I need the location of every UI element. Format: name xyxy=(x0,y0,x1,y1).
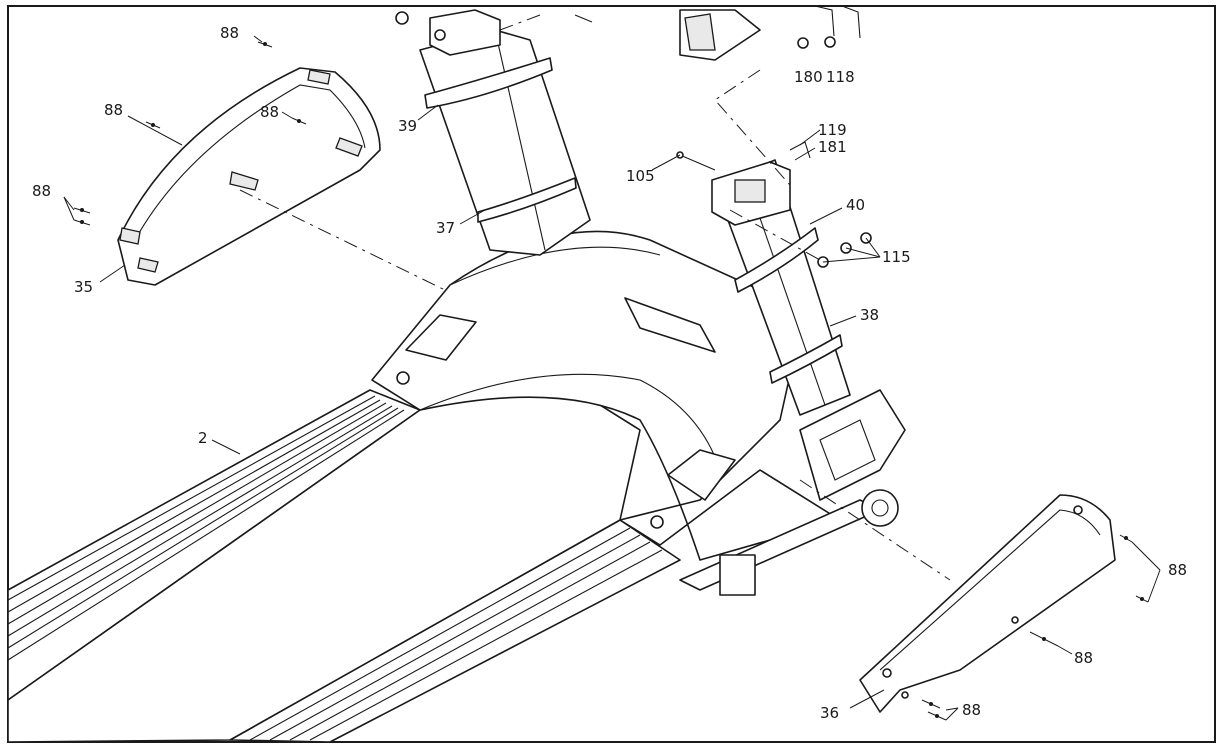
callout-88-right: 88 xyxy=(1168,561,1187,579)
callout-leaders xyxy=(63,35,1161,721)
callout-115: 115 xyxy=(882,248,911,266)
assembly-lines xyxy=(239,14,951,581)
screw-88-upper-left xyxy=(145,121,161,129)
diagram-frame xyxy=(7,5,1216,743)
callout-181: 181 xyxy=(818,138,847,156)
callout-119: 119 xyxy=(818,121,847,139)
screws-88-right xyxy=(1119,534,1149,603)
screw-88-right-mid xyxy=(1029,631,1059,647)
nut-180 xyxy=(797,37,809,49)
callout-88-left: 88 xyxy=(32,182,51,200)
part-36-right-side-cover xyxy=(859,494,1116,713)
callout-88-top: 88 xyxy=(220,24,239,42)
nut-118 xyxy=(824,36,836,48)
callout-88-mid: 88 xyxy=(260,103,279,121)
bolt-105 xyxy=(676,151,716,171)
callout-36: 36 xyxy=(820,704,839,722)
callout-labels: 88 88 88 88 35 2 39 37 105 180 118 119 1… xyxy=(32,24,1187,722)
callout-88-right-mid: 88 xyxy=(1074,649,1093,667)
callout-38: 38 xyxy=(860,306,879,324)
frame-base xyxy=(679,389,906,596)
callout-118: 118 xyxy=(826,68,855,86)
part-40-right-upright-trim xyxy=(711,141,819,293)
callout-88-upper-left: 88 xyxy=(104,101,123,119)
part-2-running-deck xyxy=(7,379,681,743)
callout-37: 37 xyxy=(436,219,455,237)
console-mount-cap xyxy=(679,5,861,61)
callout-180: 180 xyxy=(794,68,823,86)
callout-40: 40 xyxy=(846,196,865,214)
callout-39: 39 xyxy=(398,117,417,135)
callout-88-bottom: 88 xyxy=(962,701,981,719)
callout-35: 35 xyxy=(74,278,93,296)
part-39-upright-trim xyxy=(395,9,593,109)
screw-88-mid xyxy=(291,117,307,125)
screws-88-bottom xyxy=(921,699,947,721)
screw-88-top xyxy=(257,41,273,48)
part-35-left-side-cover xyxy=(117,67,381,286)
callout-2: 2 xyxy=(198,429,208,447)
callout-105: 105 xyxy=(626,167,655,185)
screws-88-left xyxy=(73,207,91,226)
